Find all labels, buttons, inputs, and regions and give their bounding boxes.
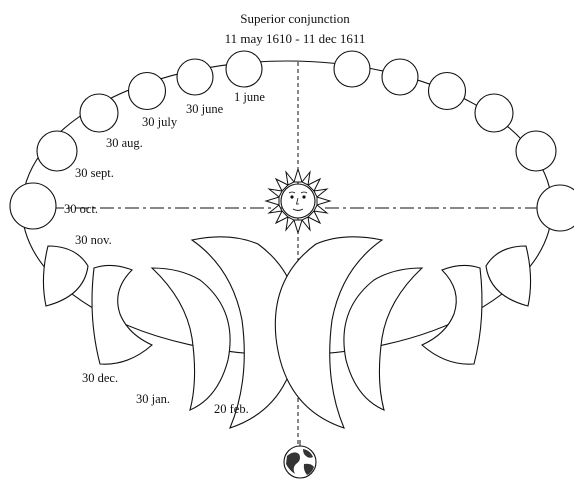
venus-crescent-right-1 — [485, 245, 532, 307]
venus-crescent-nov-30 — [42, 245, 89, 307]
venus-disk-right-1 — [333, 50, 371, 88]
venus-crescents-right — [274, 236, 532, 429]
venus-crescent-right-3 — [343, 267, 424, 411]
label-1-june: 1 june — [234, 90, 265, 104]
venus-disk-oct-30 — [9, 182, 57, 230]
venus-disk-right-6 — [536, 184, 574, 232]
label-30-dec: 30 dec. — [82, 371, 118, 385]
venus-disk-aug-30 — [79, 93, 119, 133]
venus-disk-july-30 — [127, 71, 167, 111]
label-30-jan: 30 jan. — [136, 392, 170, 406]
label-30-july: 30 july — [142, 115, 178, 129]
venus-crescent-feb-20 — [190, 236, 300, 429]
venus-crescent-jan-30 — [150, 267, 231, 411]
venus-disk-june-30 — [176, 58, 214, 96]
label-30-oct: 30 oct. — [64, 202, 98, 216]
sun-face-icon — [264, 167, 332, 235]
venus-disk-right-3 — [427, 71, 467, 111]
label-30-nov: 30 nov. — [75, 233, 112, 247]
diagram-subtitle-dates: 11 may 1610 - 11 dec 1611 — [225, 31, 366, 46]
label-20-feb: 20 feb. — [214, 402, 249, 416]
venus-disk-sept-30 — [36, 130, 78, 172]
venus-crescent-right-4 — [274, 236, 384, 429]
venus-crescents-left — [42, 236, 300, 429]
venus-disk-right-4 — [474, 93, 514, 133]
venus-phase-disks — [9, 50, 574, 232]
label-30-sept: 30 sept. — [75, 166, 114, 180]
venus-crescent-right-2 — [420, 264, 483, 365]
venus-disk-right-5 — [515, 130, 557, 172]
diagram-title: Superior conjunction — [240, 11, 350, 26]
venus-crescent-dec-30 — [91, 264, 154, 365]
venus-disk-june-1 — [225, 50, 263, 88]
venus-disk-right-2 — [381, 58, 419, 96]
earth-globe-icon — [283, 440, 317, 479]
label-30-june: 30 june — [186, 102, 224, 116]
label-30-aug: 30 aug. — [106, 136, 143, 150]
